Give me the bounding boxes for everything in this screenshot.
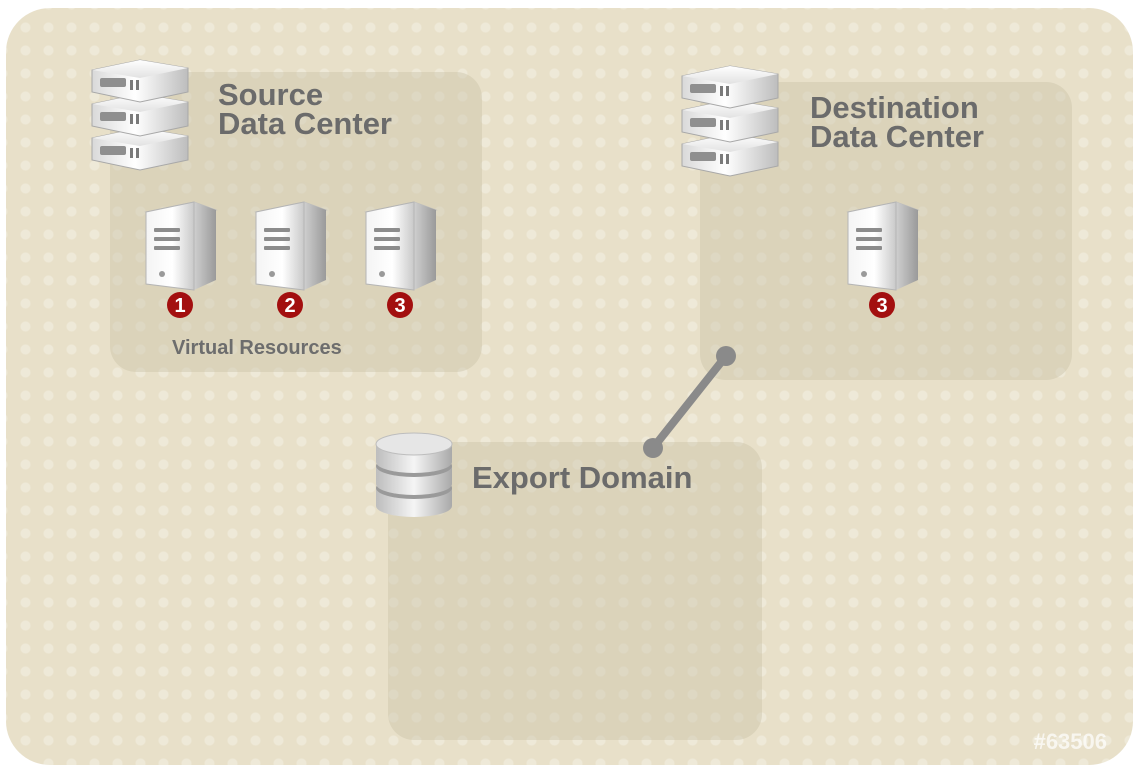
badge-3: 3 — [387, 292, 413, 318]
virtual-machine-1: 1 — [145, 201, 217, 318]
badge-number: 1 — [174, 295, 185, 317]
server-stack-icon — [86, 48, 194, 172]
destination-data-center-title: Destination Data Center — [810, 90, 984, 154]
server-icon — [145, 201, 217, 291]
export-connection — [643, 346, 736, 458]
diagram-canvas: Source Data Center Destination Data Cent… — [6, 8, 1133, 765]
watermark: #63506 — [1033, 729, 1107, 754]
badge-number: 3 — [876, 295, 887, 317]
virtual-machine-3: 3 — [365, 201, 437, 318]
connector-end-destination — [716, 346, 736, 366]
badge-2: 2 — [277, 292, 303, 318]
badge-1: 1 — [167, 292, 193, 318]
database-icon — [368, 422, 460, 522]
connector-line — [649, 352, 730, 452]
server-icon — [847, 201, 919, 291]
source-data-center-title: Source Data Center — [218, 77, 392, 141]
virtual-machine-2: 2 — [255, 201, 327, 318]
badge-3: 3 — [869, 292, 895, 318]
server-icon — [255, 201, 327, 291]
export-domain-title: Export Domain — [472, 460, 693, 495]
connector-end-export — [643, 438, 663, 458]
destination-virtual-machine-3: 3 — [847, 201, 919, 318]
server-icon — [365, 201, 437, 291]
badge-number: 2 — [284, 295, 295, 317]
badge-number: 3 — [394, 295, 405, 317]
virtual-resources-caption: Virtual Resources — [172, 337, 342, 359]
server-stack-icon — [676, 54, 784, 178]
